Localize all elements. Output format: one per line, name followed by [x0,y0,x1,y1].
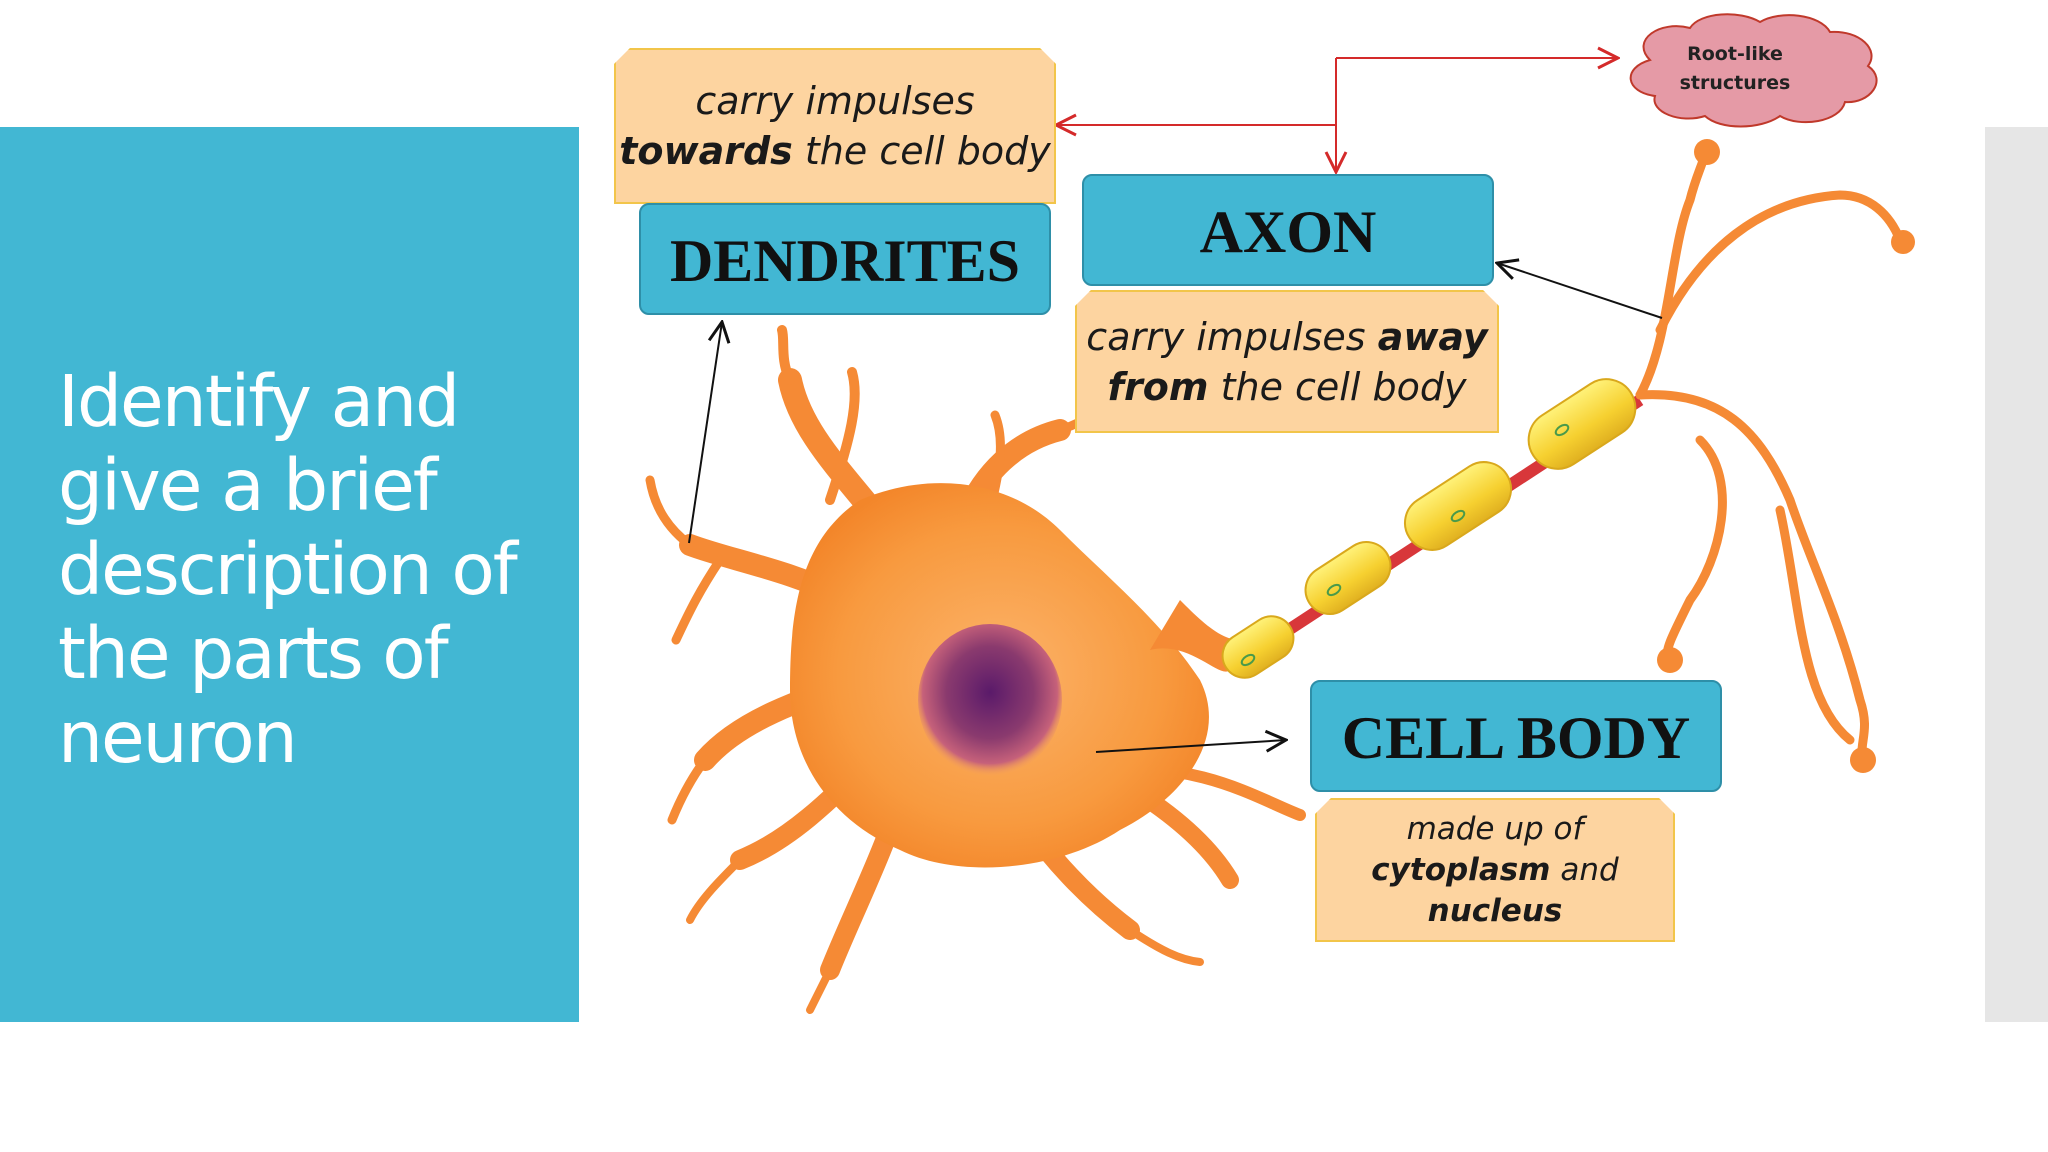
myelin-sheath [1221,378,1637,679]
node-marks [1240,423,1570,667]
callout-line-2: structures [1679,72,1791,94]
dendrites-desc-rest: the cell body [792,129,1051,173]
dendrites-label: DENDRITES [639,203,1051,315]
root-like-callout-text: Root-like structures [1620,40,1850,98]
red-connector [1056,58,1618,172]
cell-body-label: CELL BODY [1310,680,1722,792]
callout-line-1: Root-like [1687,43,1783,65]
dendrites-description: carry impulses towards the cell body [614,48,1056,204]
cell-body-desc-bold-nucleus: nucleus [1427,892,1563,929]
axon-desc-plain: carry impulses [1086,314,1378,359]
terminal-knobs [1657,139,1915,773]
cell-body-desc-bold-cytoplasm: cytoplasm [1371,851,1551,888]
cell-body-desc-line-3: nucleus [1428,891,1563,932]
axon-label: AXON [1082,174,1494,286]
nucleus-shape [918,624,1062,776]
arrow-to-dendrites [688,322,722,544]
side-strip [1985,127,2048,1022]
cell-body-desc-line-1: made up of [1406,810,1584,847]
slide-title: Identify and give a brief description of… [58,360,518,779]
dendrites-desc-bold: towards [619,129,793,173]
axon-desc-rest: the cell body [1208,364,1467,409]
cell-body-description: made up of cytoplasm and nucleus [1315,798,1675,942]
axon [1221,378,1644,679]
root-like-cloud [1629,13,1878,128]
axon-desc-line-2: from the cell body [1108,362,1467,412]
axon-description: carry impulses away from the cell body [1075,290,1499,433]
arrow-to-cell-body [1095,740,1286,753]
axon-desc-line-1: carry impulses away [1086,312,1487,362]
axon-hillock [1150,600,1240,672]
title-panel [0,127,579,1022]
dendrites-desc-line-1: carry impulses [695,79,975,123]
cell-body-desc-rest: and [1550,851,1619,888]
axon-desc-bold-from: from [1107,364,1209,409]
cell-body-desc-line-2: cytoplasm and [1371,850,1618,891]
axon-terminals [1635,150,1905,765]
dendrites-desc-line-2: towards the cell body [619,126,1051,176]
arrow-to-axon [1497,263,1663,319]
axon-desc-bold-away: away [1377,314,1488,359]
